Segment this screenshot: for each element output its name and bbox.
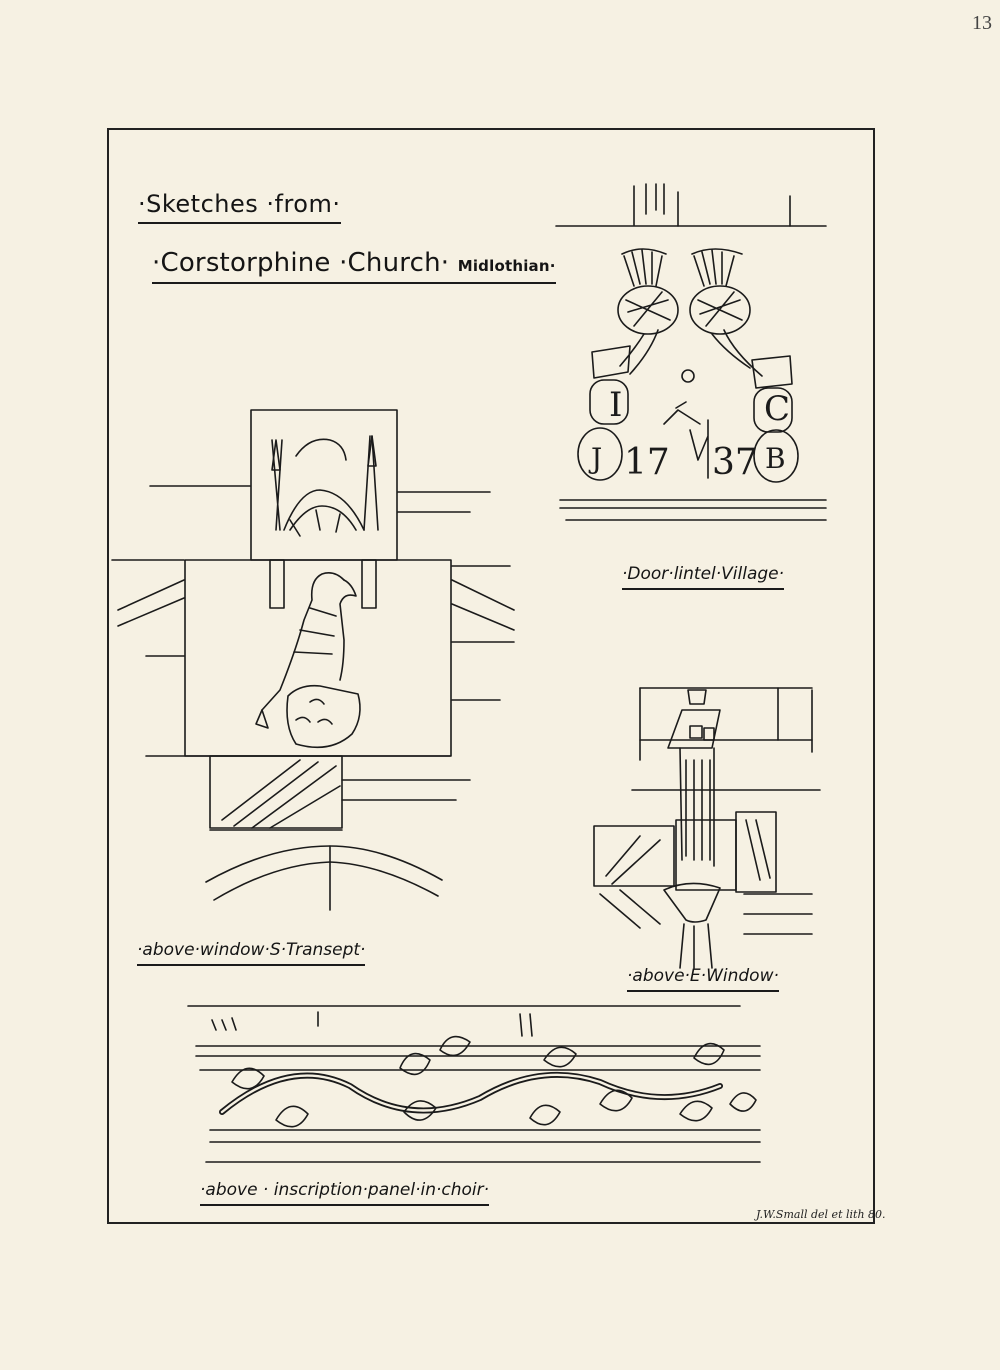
initial-right: C (764, 389, 790, 429)
door-lintel-sketch (555, 183, 827, 521)
choir-panel-sketch (187, 1005, 761, 1163)
page-number: 13 (972, 12, 992, 34)
transept-sketch (111, 409, 515, 911)
caption-transept: ·above·window·S·Transept· (137, 940, 366, 966)
title-county: Midlothian· (457, 257, 556, 275)
caption-door-lintel-text: ·Door·lintel·Village· (622, 564, 785, 590)
east-window-sketch (593, 687, 821, 969)
caption-east-window-text: ·above·E·Window· (627, 966, 779, 992)
caption-transept-text: ·above·window·S·Transept· (137, 940, 366, 966)
title-line-2: ·Corstorphine ·Church· Midlothian· (152, 248, 556, 284)
thistle-right (689, 248, 763, 377)
date-second-half: 37 (712, 442, 758, 483)
title-line-1: ·Sketches ·from· (138, 190, 341, 224)
initial-bottom-right: B (765, 442, 786, 475)
caption-choir-text: ·above · inscription·panel·in·choir· (200, 1180, 490, 1206)
shield-carving (286, 684, 361, 749)
artist-signature: J.W.Small del et lith 80. (756, 1208, 886, 1221)
caption-choir: ·above · inscription·panel·in·choir· (200, 1180, 490, 1206)
initial-left: I (609, 385, 622, 425)
bird-carving (255, 572, 357, 729)
title-sketches-from: ·Sketches ·from· (138, 190, 341, 224)
title-church-name: ·Corstorphine ·Church· (152, 248, 450, 278)
caption-door-lintel: ·Door·lintel·Village· (622, 564, 785, 590)
date-first-half: 17 (624, 442, 670, 483)
title-corstorphine-church: ·Corstorphine ·Church· Midlothian· (152, 248, 556, 284)
initial-bottom-left: J (588, 442, 602, 475)
thistle-left (617, 248, 679, 375)
plate-border (107, 128, 875, 1224)
caption-east-window: ·above·E·Window· (627, 966, 779, 992)
